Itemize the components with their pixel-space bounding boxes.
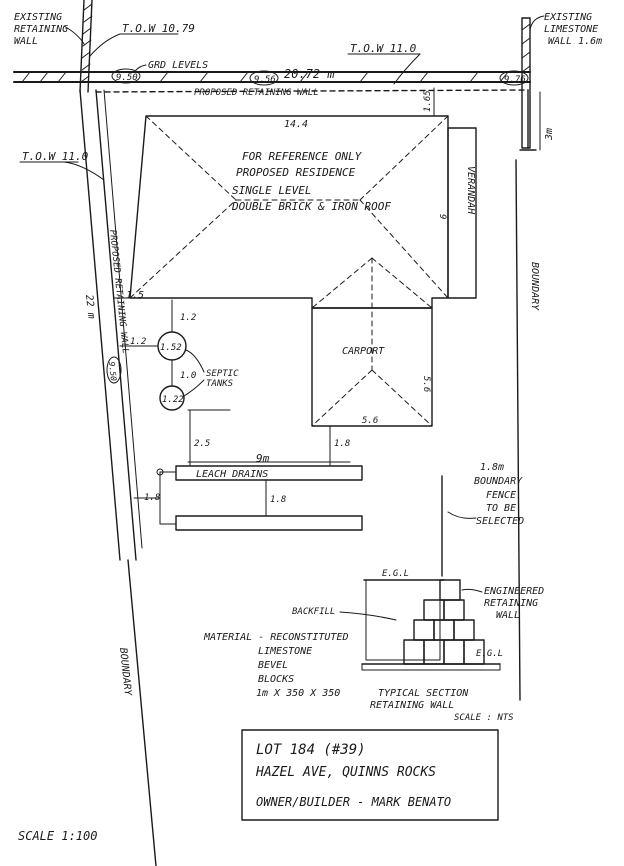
house-width: 14.4 xyxy=(284,119,308,130)
gap-12-top: 1.2 xyxy=(180,313,196,323)
section-title-2: RETAINING WALL xyxy=(370,700,454,711)
drawing-scale: SCALE 1:100 xyxy=(18,829,97,843)
tank-2-size: 1.22 xyxy=(162,395,184,405)
existing-wall-line-3: WALL xyxy=(14,36,38,47)
egl-top: E.G.L xyxy=(382,569,409,579)
left-boundary-lower xyxy=(127,559,157,866)
level-circle-976 xyxy=(499,70,529,86)
level-976: 9.76 xyxy=(504,75,526,85)
egl-right: E.G.L xyxy=(476,649,503,659)
septic-tank-2 xyxy=(159,385,185,411)
house-notes: FOR REFERENCE ONLY PROPOSED RESIDENCE SI… xyxy=(231,150,391,213)
engineered-label: ENGINEERED RETAINING WALL xyxy=(484,586,544,621)
top-length: 20.72 m xyxy=(284,67,335,81)
existing-wall-line-1: EXISTING xyxy=(14,12,62,23)
boundary-right-label: BOUNDARY xyxy=(529,262,540,311)
material-line-1: MATERIAL - RECONSTITUTED xyxy=(203,632,349,643)
house-note-4: DOUBLE BRICK & IRON ROOF xyxy=(231,200,391,213)
engineered-line-2: RETAINING xyxy=(484,598,538,609)
carport-width: 5.6 xyxy=(362,416,378,426)
carport xyxy=(311,257,433,427)
gap-12-left: 1.2 xyxy=(130,337,146,347)
fence-line-2: BOUNDARY xyxy=(474,476,523,487)
fence-line-1: 1.8m xyxy=(480,462,504,473)
fence-line-5: SELECTED xyxy=(476,516,524,527)
engineered-line-1: ENGINEERED xyxy=(484,586,544,597)
house-depth: 9 xyxy=(437,214,447,219)
lot-number: LOT 184 (#39) xyxy=(256,742,366,758)
material-line-4: BLOCKS xyxy=(258,674,294,685)
house-note-1: FOR REFERENCE ONLY xyxy=(242,150,363,163)
tow-top-right-leader xyxy=(393,53,421,85)
tow-top-left: T.O.W 10.79 xyxy=(122,22,195,35)
right-boundary-line xyxy=(515,159,521,701)
existing-retaining-wall-label: EXISTING RETAINING WALL xyxy=(14,12,68,47)
limestone-line-2: LIMESTONE xyxy=(544,24,598,35)
section-title-1: TYPICAL SECTION xyxy=(378,688,469,699)
house-note-3: SINGLE LEVEL xyxy=(232,184,311,197)
house-note-2: PROPOSED RESIDENCE xyxy=(236,166,356,179)
gap-18-left: 1.8 xyxy=(144,493,160,503)
left-retaining-wall xyxy=(79,89,143,561)
material-line-2: LIMESTONE xyxy=(258,646,312,657)
gap-18-carport: 1.8 xyxy=(334,439,350,449)
septic-line-1: SEPTIC xyxy=(206,369,239,379)
grd-levels-label: GRD LEVELS xyxy=(148,60,208,71)
setback-front: 1.65 xyxy=(423,90,433,112)
lot-depth: 22 m xyxy=(83,294,96,319)
section-title: TYPICAL SECTION RETAINING WALL SCALE : N… xyxy=(370,688,514,723)
carport-depth: 5.6 xyxy=(421,376,431,392)
fence-label: 1.8m BOUNDARY FENCE TO BE SELECTED xyxy=(474,462,524,527)
retaining-wall-section xyxy=(361,579,501,671)
level-circle-950-top xyxy=(111,68,141,84)
tow-top-left-leader xyxy=(89,33,121,57)
title-block xyxy=(241,729,499,821)
verandah-label: VERANDAH xyxy=(465,166,476,215)
verandah xyxy=(447,127,477,299)
drain-length: 9m xyxy=(256,452,270,465)
gap-18-drains: 1.8 xyxy=(270,495,286,505)
material-line-5: 1m X 350 X 350 xyxy=(256,688,340,699)
fence-line-3: FENCE xyxy=(486,490,516,501)
level-circle-956 xyxy=(249,70,279,86)
carport-label: CARPORT xyxy=(342,346,385,357)
septic-label: SEPTIC TANKS xyxy=(206,369,239,389)
proposed-wall-top-label: PROPOSED RETAINING WALL xyxy=(194,88,319,98)
tank-1-size: 1.52 xyxy=(160,343,182,353)
existing-wall-top-left xyxy=(79,0,93,93)
leach-label: LEACH DRAINS xyxy=(196,469,268,480)
existing-wall-line-2: RETAINING xyxy=(14,24,68,35)
gap-10: 1.0 xyxy=(180,371,196,381)
level-956: 9.56 xyxy=(254,75,276,85)
limestone-line-1: EXISTING xyxy=(544,12,592,23)
existing-wall-leader xyxy=(63,25,85,45)
limestone-leader xyxy=(529,15,545,31)
level-950-left: 9.50 xyxy=(107,361,118,381)
material-note: MATERIAL - RECONSTITUTED LIMESTONE BEVEL… xyxy=(203,632,349,699)
material-line-3: BEVEL xyxy=(258,660,288,671)
tow-left: T.O.W 11.0 xyxy=(22,150,89,163)
existing-limestone-label: EXISTING LIMESTONE WALL 1.6m xyxy=(544,12,602,47)
boundary-left-label: BOUNDARY xyxy=(117,647,133,697)
level-950-top: 9.50 xyxy=(116,73,138,83)
grd-levels-leader xyxy=(135,64,147,71)
section-scale: SCALE : NTS xyxy=(454,713,514,723)
proposed-wall-top-line xyxy=(95,89,529,93)
side-setback: 1.5 xyxy=(126,290,144,301)
level-circle-950-left xyxy=(106,356,122,384)
tow-left-leader xyxy=(63,161,105,181)
gap-25: 2.5 xyxy=(194,439,210,449)
tow-top-right: T.O.W 11.0 xyxy=(350,42,417,55)
limestone-line-3: WALL 1.6m xyxy=(548,36,602,47)
fence-line-4: TO BE xyxy=(486,503,516,514)
backfill-label: BACKFILL xyxy=(292,607,335,617)
setback-3m: 3m xyxy=(544,128,555,141)
engineered-line-3: WALL xyxy=(496,610,520,621)
address: HAZEL AVE, QUINNS ROCKS xyxy=(255,765,436,780)
owner-builder: OWNER/BUILDER - MARK BENATO xyxy=(256,795,451,809)
septic-line-2: TANKS xyxy=(206,379,234,389)
